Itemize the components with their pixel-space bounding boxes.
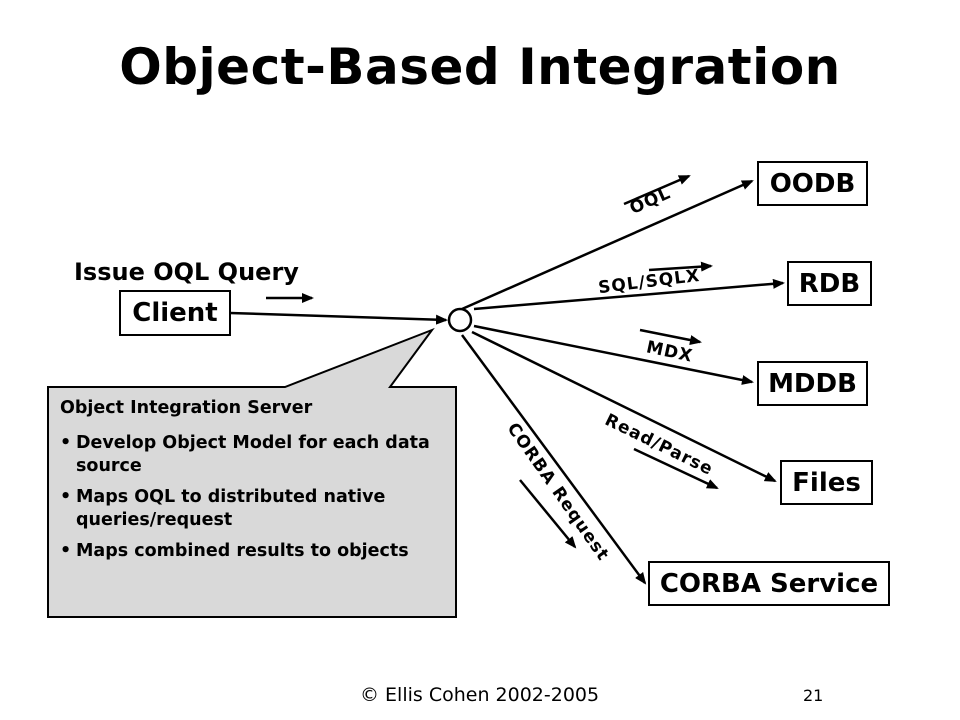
mdx-direction-arrow <box>639 328 702 345</box>
read-parse-direction-arrow <box>633 447 719 490</box>
callout-content: Object Integration Server Develop Object… <box>60 398 452 571</box>
bullet-item: Develop Object Model for each data sourc… <box>60 432 452 478</box>
server-to-rdb-line <box>473 278 785 311</box>
bullet-item: Maps combined results to objects <box>60 540 452 563</box>
sql-direction-arrow <box>648 261 713 272</box>
server-to-oodb-line <box>461 179 754 311</box>
bullet-item: Maps OQL to distributed native queries/r… <box>60 486 452 532</box>
footer-copyright: © Ellis Cohen 2002-2005 <box>360 684 600 706</box>
server-to-corba-line <box>460 334 647 585</box>
corba-service-box: CORBA Service <box>648 561 890 606</box>
slide-number: 21 <box>803 686 824 705</box>
corba-direction-arrow <box>519 479 577 549</box>
rdb-box: RDB <box>787 261 872 306</box>
client-to-server-line <box>229 311 448 325</box>
callout-heading: Object Integration Server <box>60 398 313 418</box>
oql-direction-arrow <box>623 174 691 206</box>
callout-bullet-list: Develop Object Model for each data sourc… <box>60 432 452 563</box>
client-box: Client <box>119 290 231 336</box>
files-box: Files <box>780 460 873 505</box>
slide-title: Object-Based Integration <box>119 38 841 96</box>
mddb-box: MDDB <box>757 361 868 406</box>
integration-server-node <box>447 307 473 333</box>
oodb-box: OODB <box>757 161 868 206</box>
server-to-mddb-line <box>473 324 754 385</box>
server-to-files-line <box>471 330 777 483</box>
client-caption: Issue OQL Query <box>74 258 299 286</box>
